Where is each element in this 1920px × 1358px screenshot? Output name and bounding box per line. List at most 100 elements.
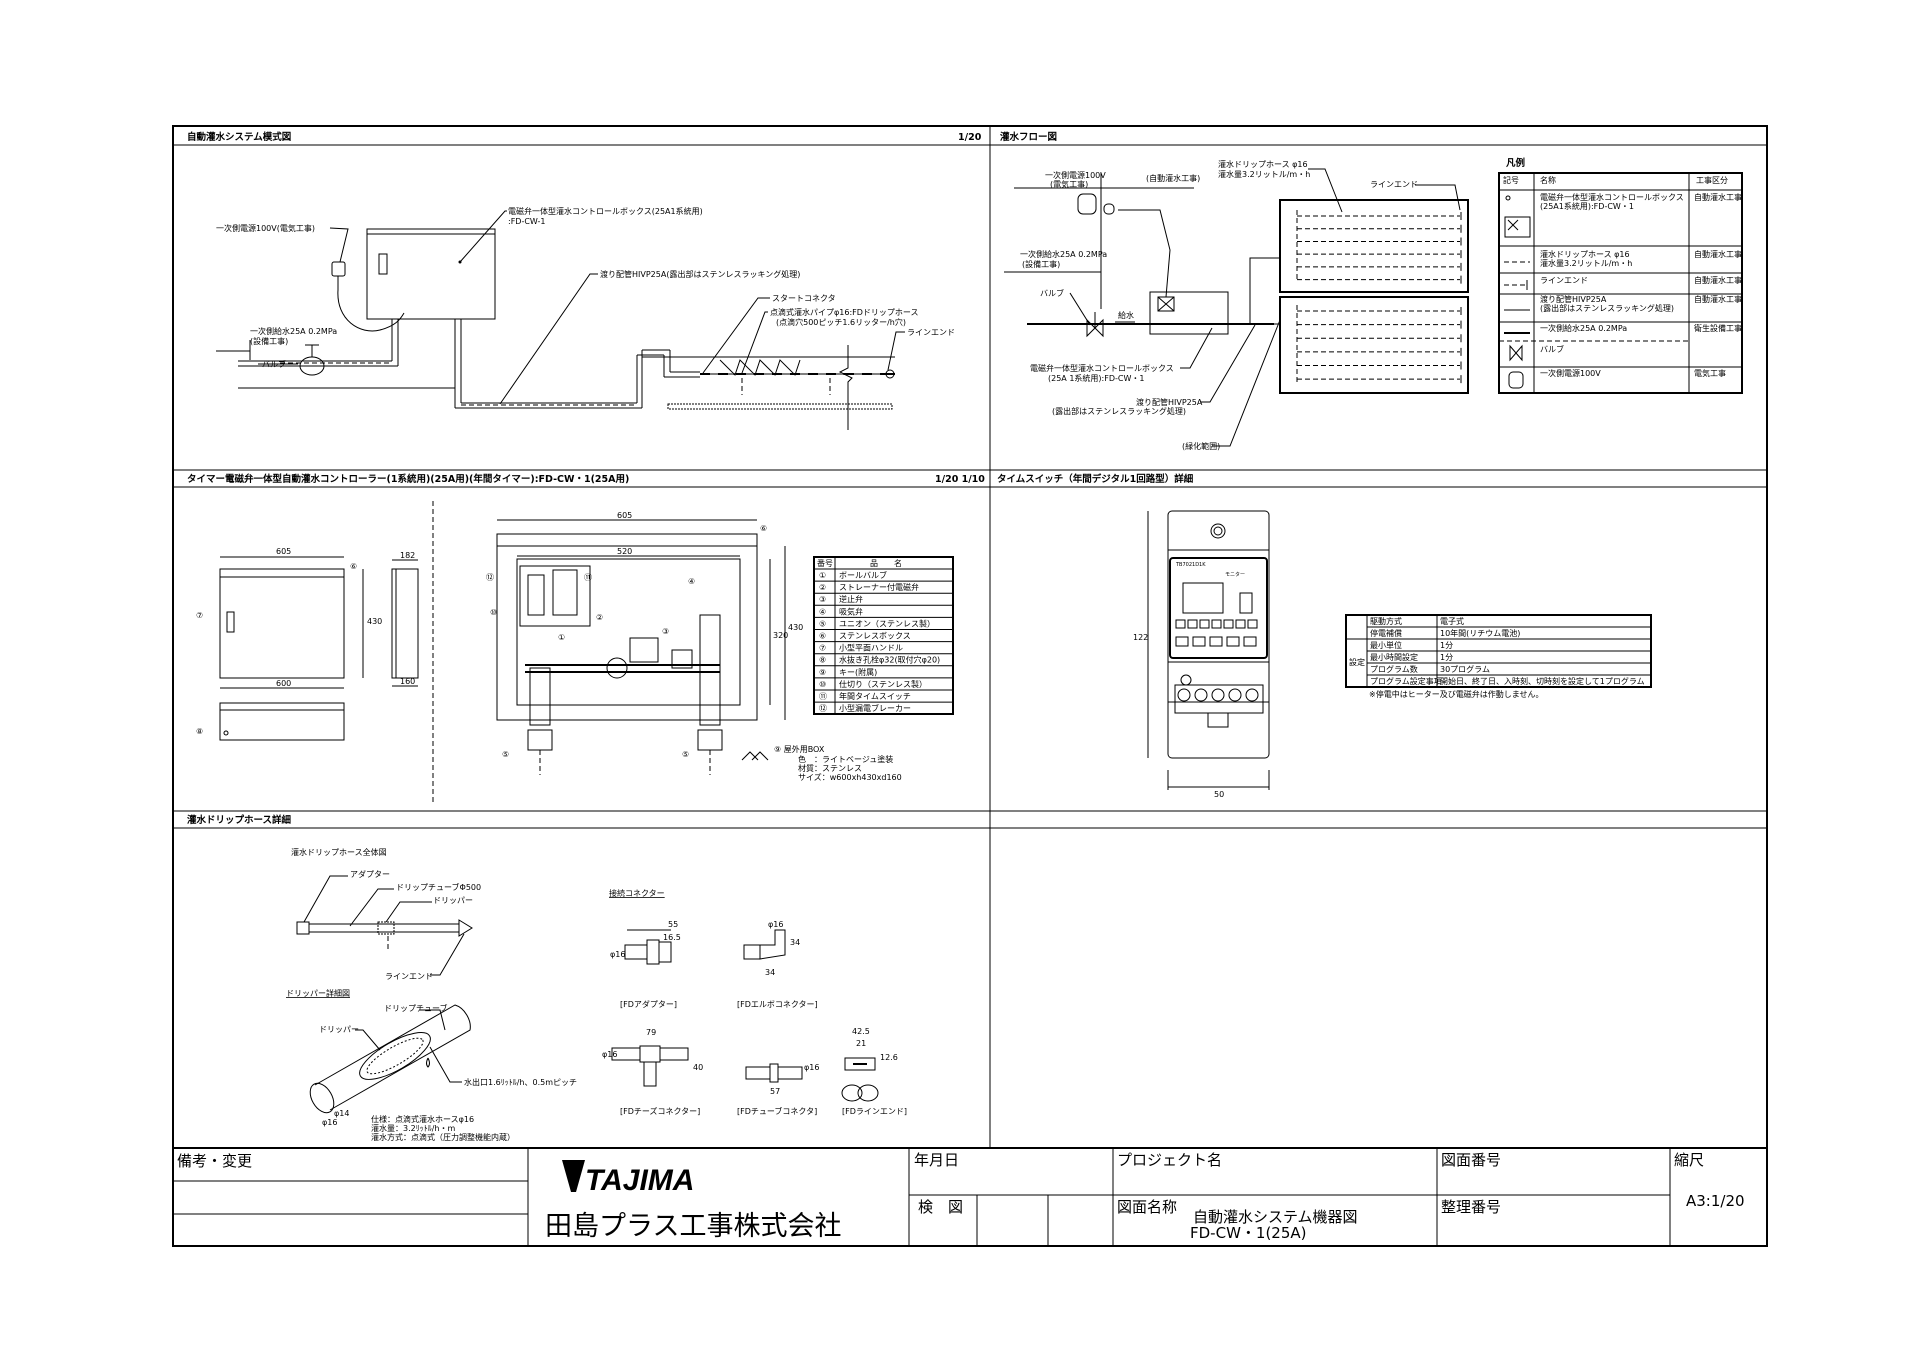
timer-set-button <box>1243 636 1257 647</box>
spec-item: 停電補償 <box>1370 628 1402 638</box>
parts-header-no: 番号 <box>817 558 833 568</box>
label-supply-sub: (設備工事) <box>250 336 288 346</box>
part-number: ⑫ <box>819 704 827 713</box>
part-number: ⑨ <box>819 668 826 677</box>
spec-item: プログラム設定事項 <box>1370 676 1442 686</box>
note-line: 色 ：ライトベージュ塗装 <box>798 754 893 764</box>
flow-label-power: 一次側電源100V <box>1045 170 1106 180</box>
part-number: ① <box>819 571 826 580</box>
dim-34-h: 34 <box>765 968 775 977</box>
label-pipe: 渡り配管HIVP25A(露出部はステンレスラッキング処理) <box>600 269 800 279</box>
dim-phi16-tube: φ16 <box>804 1063 819 1072</box>
callout-3: ③ <box>662 627 669 636</box>
flow-label-water: 給水 <box>1118 310 1134 320</box>
callout-1: ① <box>558 633 565 642</box>
part-number: ③ <box>819 595 826 604</box>
legend-work: 自動灌水工事 <box>1694 192 1742 202</box>
label-adapter: アダプター <box>350 869 390 879</box>
connector-drawings <box>611 929 879 1102</box>
label-control-box: 電磁弁一体型灌水コントロールボックス(25A1系統用) <box>508 206 703 216</box>
parts-header-name: 品 名 <box>870 558 902 568</box>
flow-label-auto: (自動灌水工事) <box>1146 173 1200 183</box>
flow-label-green: (緑化範囲) <box>1182 441 1220 451</box>
part-name: 吸気弁 <box>839 606 863 616</box>
part-number: ⑦ <box>819 644 826 653</box>
front-view <box>219 501 434 804</box>
timer-day-button <box>1223 619 1234 629</box>
flow-panel: 灌水フロー図 <box>1000 131 1743 451</box>
legend-header-work: 工事区分 <box>1696 175 1728 185</box>
drip-hose-drawing <box>296 875 473 976</box>
callout-7: ⑦ <box>196 611 203 620</box>
part-name: 水抜き孔栓φ32(取付穴φ20) <box>839 655 940 665</box>
label-line-end: ラインエンド <box>385 972 433 981</box>
flow-label-box-sub: (25A 1系統用):FD-CW・1 <box>1048 373 1144 383</box>
label-drip-pipe-sub: (点滴穴500ピッチ1.6リッター/h穴) <box>776 317 906 327</box>
callout-12: ⑫ <box>486 573 494 582</box>
reference-number-label: 整理番号 <box>1441 1198 1501 1216</box>
spec-group: 設定 <box>1349 657 1365 667</box>
part-number: ⑧ <box>819 656 826 665</box>
spec-value: 30プログラム <box>1440 664 1490 674</box>
timer-day-button <box>1235 619 1246 629</box>
dim-21: 21 <box>856 1039 866 1048</box>
spec-line: 仕様：点滴式灌水ホースφ16 <box>371 1114 474 1124</box>
controller-scale: 1/20 1/10 <box>935 474 985 485</box>
dim-57: 57 <box>770 1087 780 1096</box>
dim-55: 55 <box>668 920 678 929</box>
legend-work: 衛生設備工事 <box>1694 323 1742 333</box>
dim-605: 605 <box>276 547 291 556</box>
spec-item: プログラム数 <box>1370 664 1418 674</box>
label-dripper: ドリッパー <box>433 896 473 905</box>
legend-title: 凡例 <box>1505 157 1525 169</box>
flow-label-pipe-sub: (露出部はステンレスラッキング処理) <box>1052 406 1186 416</box>
timer-note: ※停電中はヒーター及び電磁弁は作動しません。 <box>1369 689 1543 699</box>
time-switch-device: TB7021D1K モニター <box>1147 510 1270 790</box>
dim-430: 430 <box>367 617 382 626</box>
dim-phi16-tee: φ16 <box>602 1050 617 1059</box>
timer-set-button <box>1192 636 1206 647</box>
spec-value: 電子式 <box>1440 616 1464 626</box>
legend-symbols <box>1504 195 1531 389</box>
part-number: ⑪ <box>819 692 827 701</box>
callout-4: ④ <box>688 577 695 586</box>
drip-title: 灌水ドリップホース詳細 <box>187 814 292 826</box>
legend-table: 凡例 記号 名称 工事区分 電磁弁一体型 <box>1498 157 1743 394</box>
legend-name: 一次側給水25A 0.2MPa <box>1540 323 1627 333</box>
label-start-connector: スタートコネクタ <box>772 294 836 303</box>
flow-label-power-sub: (電気工事) <box>1050 179 1088 189</box>
terminal-screw-icon <box>1177 688 1191 702</box>
part-number: ② <box>819 583 826 592</box>
legend-name: 電磁弁一体型灌水コントロールボックス <box>1540 192 1684 202</box>
part-name: ユニオン（ステンレス製） <box>839 618 935 628</box>
dim-520: 520 <box>617 547 632 556</box>
project-label: プロジェクト名 <box>1117 1151 1222 1169</box>
schematic-panel: 自動灌水システム模式図 1/20 <box>187 131 982 430</box>
timer-set-button <box>1175 636 1189 647</box>
spec-value: 1分 <box>1440 653 1453 662</box>
legend-name-sub: (露出部はステンレスラッキング処理) <box>1540 303 1674 313</box>
drawing-model: FD-CW・1(25A) <box>1190 1224 1307 1242</box>
flow-label-hose-sub: 灌水量3.2リットル/m・h <box>1218 169 1310 179</box>
callout-10: ⑩ <box>490 608 497 617</box>
spec-line: 灌水量：3.2ﾘｯﾄﾙ/h・m <box>371 1123 455 1133</box>
part-name: ボールバルブ <box>839 570 887 580</box>
timer-day-button <box>1211 619 1222 629</box>
green-area-rects <box>1279 199 1469 394</box>
power-outlet-icon <box>1077 193 1115 215</box>
part-number: ⑤ <box>819 619 826 628</box>
flow-label-supply: 一次側給水25A 0.2MPa <box>1020 249 1107 259</box>
connectors-title: 接続コネクター <box>609 888 665 898</box>
terminal-screw-icon <box>1245 688 1259 702</box>
label-line-end: ラインエンド <box>907 328 955 337</box>
timer-panel: タイムスイッチ（年間デジタル1回路型）詳細 TB7021D1K モニター 122… <box>997 473 1652 799</box>
part-number: ④ <box>819 607 826 616</box>
detail-phi14: φ14 <box>334 1109 349 1118</box>
callout-2: ② <box>596 613 603 622</box>
interior-view <box>496 519 786 775</box>
timer-day-button <box>1175 619 1186 629</box>
flow-leaders <box>1069 168 1461 447</box>
schematic-scale: 1/20 <box>958 132 982 143</box>
dripper-detail-drawing <box>309 1004 471 1114</box>
